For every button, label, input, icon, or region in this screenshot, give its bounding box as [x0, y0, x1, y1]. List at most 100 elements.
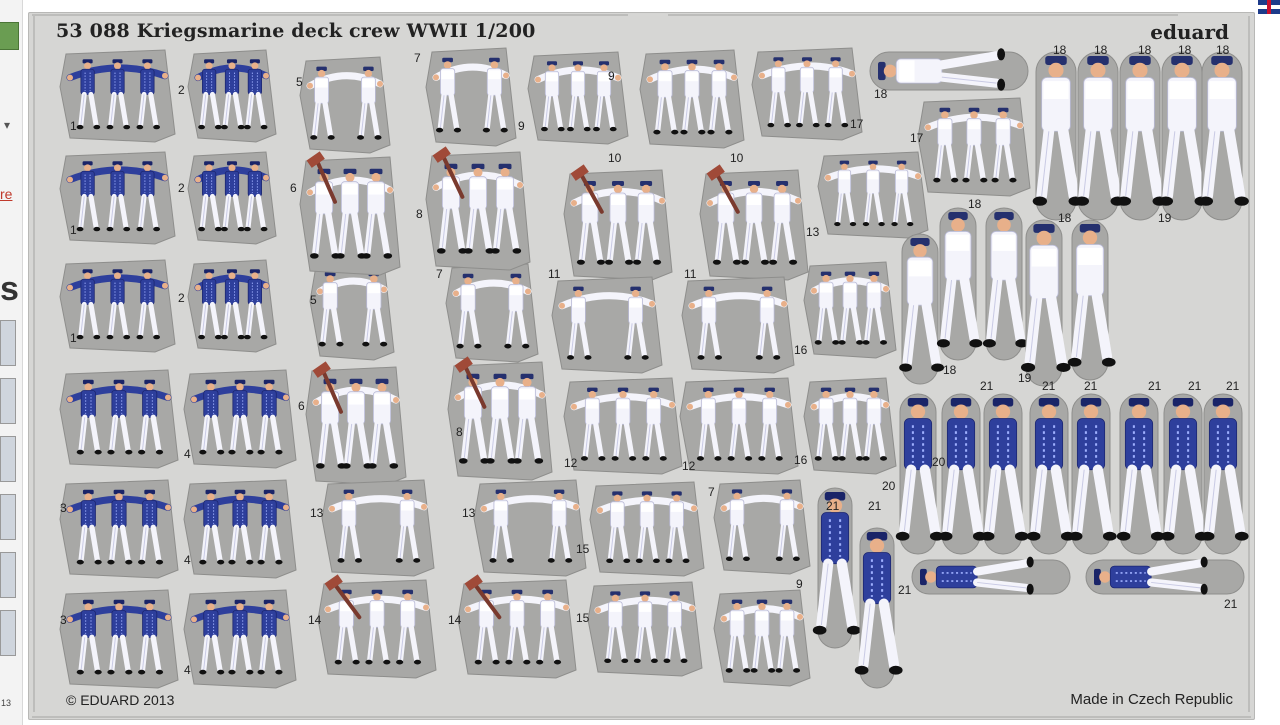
- background-thumbnail[interactable]: [0, 610, 16, 656]
- part-2-blue-trio: 2: [178, 259, 277, 353]
- part-number-label: 1: [70, 119, 77, 133]
- part-number-label: 13: [806, 225, 820, 239]
- part-15-white-trio: 15: [576, 581, 703, 677]
- part-21-blue-single: 21: [812, 487, 861, 649]
- part-number-label: 14: [448, 613, 462, 627]
- part-number-label: 21: [868, 499, 882, 513]
- part-number-label: 18: [1058, 211, 1072, 225]
- part-21-blue-single: 21: [1068, 379, 1117, 555]
- part-11-white-duo: 11: [681, 267, 795, 374]
- background-page-link[interactable]: re: [0, 186, 13, 202]
- part-number-label: 18: [874, 87, 888, 101]
- part-9-white-trio: 9: [527, 51, 629, 145]
- part-4-blue-trio: 4: [183, 479, 297, 579]
- part-1-blue-trio: 1: [59, 259, 176, 353]
- part-13-white-duo: 13: [310, 479, 435, 577]
- part-number-label: 18: [943, 363, 957, 377]
- part-21-blue-single: 21: [1200, 379, 1249, 555]
- part-2-blue-trio: 2: [178, 151, 277, 245]
- part-4-blue-trio: 4: [183, 369, 297, 469]
- part-9-white-trio: 9: [518, 49, 745, 149]
- part-number-label: 4: [184, 663, 191, 677]
- part-21-blue-single: 21: [1085, 556, 1245, 611]
- part-21-blue-single: 21: [1026, 379, 1075, 555]
- part-number-label: 18: [1138, 43, 1152, 57]
- background-thumbnail[interactable]: [0, 494, 16, 540]
- part-number-label: 21: [1224, 597, 1238, 611]
- part-19-white-single: 19: [1018, 219, 1071, 387]
- part-7-white-duo: 7: [436, 263, 539, 363]
- part-number-label: 2: [178, 181, 185, 195]
- background-thumbnail[interactable]: [0, 378, 16, 424]
- fret-parts-layer: 1112223334445566777889991010111112121313…: [32, 14, 1251, 718]
- part-number-label: 7: [414, 51, 421, 65]
- part-number-label: 21: [1084, 379, 1098, 393]
- part-number-label: 7: [436, 267, 443, 281]
- part-1-blue-trio: 1: [59, 49, 176, 143]
- part-number-label: 17: [910, 131, 924, 145]
- part-11-white-duo: 11: [548, 267, 663, 374]
- part-number-label: 11: [684, 267, 697, 281]
- part-number-label: 21: [980, 379, 994, 393]
- part-number-label: 13: [462, 506, 476, 520]
- part-number-label: 12: [682, 459, 696, 473]
- part-5-white-duo: 5: [296, 56, 391, 154]
- part-18-white-single: 18: [1074, 43, 1125, 221]
- background-thumbnail[interactable]: [0, 436, 16, 482]
- part-12-white-trio: 12: [563, 377, 683, 475]
- part-18-white-single: 18: [1158, 43, 1209, 221]
- part-number-label: 9: [518, 119, 525, 133]
- part-number-label: 2: [178, 291, 185, 305]
- part-18-white-single: 18: [899, 233, 957, 385]
- background-page-heading: s: [0, 270, 19, 308]
- part-number-label: 8: [456, 425, 463, 439]
- part-16-white-trio: 16: [794, 377, 897, 475]
- part-number-label: 16: [794, 343, 808, 357]
- part-number-label: 15: [576, 611, 590, 625]
- part-3-blue-trio: 3: [59, 369, 179, 517]
- fret-frame: [32, 14, 1251, 718]
- part-18-white-single: 18: [1032, 43, 1083, 221]
- part-number-label: 1: [70, 223, 77, 237]
- background-toolbar-tab: [0, 22, 19, 50]
- part-number-label: 1: [70, 331, 77, 345]
- part-2-blue-trio: 2: [178, 49, 277, 143]
- part-number-label: 18: [1053, 43, 1067, 57]
- part-number-label: 18: [968, 197, 982, 211]
- part-20-blue-single: 20: [882, 393, 944, 555]
- part-number-label: 21: [826, 499, 840, 513]
- part-number-label: 18: [1094, 43, 1108, 57]
- part-number-label: 3: [60, 501, 67, 515]
- background-thumbnail[interactable]: [0, 320, 16, 366]
- uk-flag-icon[interactable]: [1258, 0, 1280, 14]
- part-4-blue-trio: 4: [183, 589, 297, 689]
- copyright-note: © EDUARD 2013: [66, 692, 175, 708]
- background-page-number: 13: [1, 698, 12, 708]
- part-7-white-duo: 7: [414, 47, 517, 147]
- part-6-white-trio-flag: 6: [298, 361, 407, 486]
- part-number-label: 21: [898, 583, 912, 597]
- part-8-white-trio-flag: 8: [416, 146, 531, 271]
- part-6-white-trio-flag: 6: [290, 151, 401, 276]
- part-number-label: 4: [184, 553, 191, 567]
- part-number-label: 21: [1042, 379, 1056, 393]
- part-number-label: 2: [178, 83, 185, 97]
- origin-note: Made in Czech Republic: [1070, 691, 1233, 708]
- part-21-blue-single: 21: [980, 379, 1029, 555]
- part-18-white-single: 18: [982, 207, 1072, 361]
- background-thumbnail[interactable]: [0, 552, 16, 598]
- part-1-blue-trio: 1: [59, 151, 176, 245]
- part-9-white-trio: 9: [713, 577, 811, 687]
- part-number-label: 6: [298, 399, 305, 413]
- part-21-blue-single: 21: [854, 499, 903, 689]
- part-number-label: 13: [310, 506, 324, 520]
- part-number-label: 20: [882, 479, 896, 493]
- background-thumbnail-list: [0, 320, 16, 700]
- part-number-label: 16: [794, 453, 808, 467]
- part-number-label: 7: [708, 485, 715, 499]
- part-10-white-trio-flag: 10: [563, 151, 673, 281]
- part-number-label: 6: [290, 181, 297, 195]
- part-number-label: 15: [576, 542, 590, 556]
- part-15-white-trio: 15: [576, 481, 705, 577]
- part-16-white-trio: 16: [794, 261, 897, 359]
